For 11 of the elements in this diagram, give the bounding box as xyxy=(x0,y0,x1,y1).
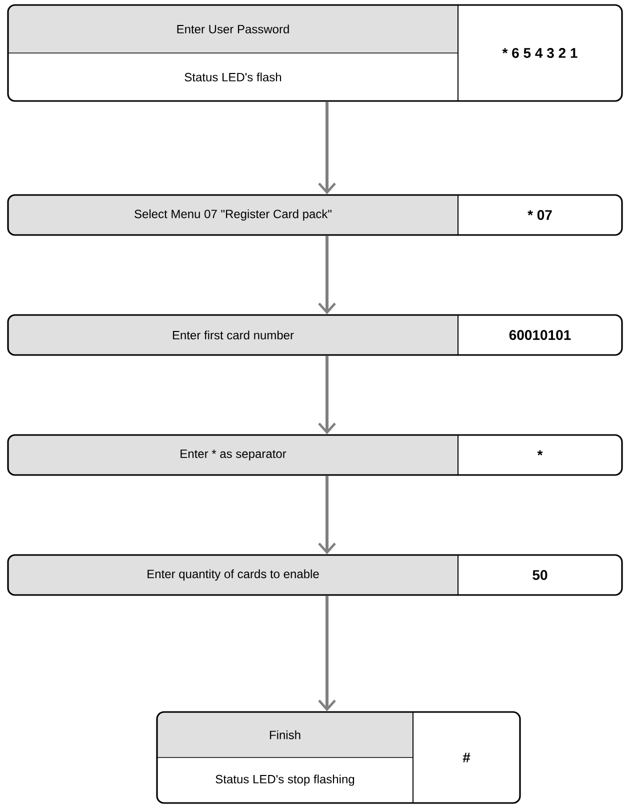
step-box: Enter quantity of cards to enable 50 xyxy=(7,554,623,596)
step-box: Select Menu 07 "Register Card pack" * 07 xyxy=(7,194,623,236)
step-box: Enter User Password Status LED's flash * 6 5 4 3 2 1 xyxy=(7,4,623,102)
arrow xyxy=(318,102,336,194)
step-box: Finish Status LED's stop flashing # xyxy=(156,711,521,804)
arrow xyxy=(318,596,336,712)
step-box: Enter first card number 60010101 xyxy=(7,314,623,356)
arrow xyxy=(318,356,336,434)
arrow xyxy=(318,236,336,314)
step-box: Enter * as separator * xyxy=(7,434,623,476)
arrow xyxy=(318,476,336,554)
